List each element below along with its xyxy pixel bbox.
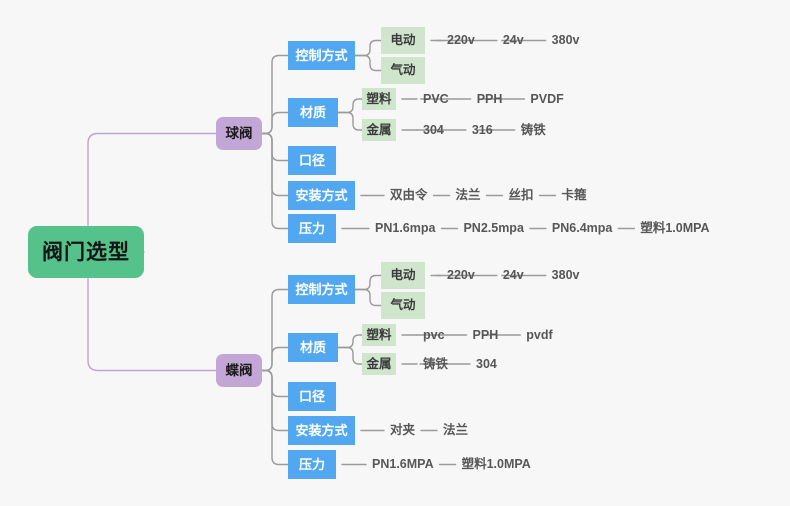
leaf-text[interactable]: 铸铁 xyxy=(423,356,449,371)
leaf-text[interactable]: pvdf xyxy=(526,327,553,342)
leaf-text[interactable]: PN2.5mpa xyxy=(463,221,524,236)
leaf-text[interactable]: PPH xyxy=(472,327,499,342)
leaf-text[interactable]: 双由令 xyxy=(390,188,428,203)
connector xyxy=(261,346,289,372)
leaf-text[interactable]: pvc xyxy=(423,327,445,342)
connector xyxy=(261,369,289,466)
leaf-text[interactable]: 卡箍 xyxy=(561,188,587,203)
connector xyxy=(261,132,289,162)
branch-node[interactable]: 球阀 xyxy=(216,117,262,150)
connector xyxy=(354,274,382,291)
connector xyxy=(261,132,289,230)
leaf-text[interactable]: PVDF xyxy=(530,91,564,106)
leaf-text[interactable]: 220v xyxy=(447,268,475,283)
leaf-text[interactable]: 丝扣 xyxy=(508,188,534,203)
leaf-text[interactable]: 220v xyxy=(447,33,475,48)
sub-node[interactable]: 金属 xyxy=(362,119,396,141)
sub-node[interactable]: 电动 xyxy=(381,262,425,289)
topic-node[interactable]: 安装方式 xyxy=(288,181,355,210)
connector xyxy=(354,54,382,72)
sub-node[interactable]: 塑料 xyxy=(362,88,396,110)
connector xyxy=(354,39,382,57)
connector xyxy=(337,334,363,349)
branch-node[interactable]: 蝶阀 xyxy=(216,354,262,387)
leaf-text[interactable]: PN1.6mpa xyxy=(375,221,436,236)
leaf-text[interactable]: 380v xyxy=(551,33,580,48)
connector xyxy=(261,369,289,432)
sub-node[interactable]: 金属 xyxy=(362,353,396,375)
leaf-text[interactable]: 塑料1.0MPA xyxy=(640,221,710,236)
root-node[interactable]: 阀门选型 xyxy=(28,226,144,278)
topic-node[interactable]: 压力 xyxy=(288,214,336,243)
topic-node[interactable]: 材质 xyxy=(288,333,338,362)
connector xyxy=(261,54,289,135)
leaf-text[interactable]: 对夹 xyxy=(390,423,416,438)
connector xyxy=(261,111,289,135)
sub-node[interactable]: 塑料 xyxy=(362,324,396,346)
sub-node[interactable]: 气动 xyxy=(381,292,425,319)
sub-node[interactable]: 电动 xyxy=(381,27,425,54)
connector xyxy=(337,98,363,114)
leaf-text[interactable]: 法兰 xyxy=(455,188,481,203)
connector xyxy=(261,132,289,197)
connector xyxy=(337,111,363,131)
leaf-text[interactable]: 380v xyxy=(551,268,580,283)
leaf-text[interactable]: PN6.4mpa xyxy=(551,221,613,236)
leaf-text[interactable]: 304 xyxy=(423,122,444,137)
topic-node[interactable]: 压力 xyxy=(288,450,336,479)
leaf-text[interactable]: PN1.6MPA xyxy=(372,457,434,472)
connector xyxy=(337,346,363,365)
leaf-text[interactable]: 法兰 xyxy=(443,423,469,438)
leaf-text[interactable]: 24v xyxy=(502,33,524,48)
connector xyxy=(261,288,289,372)
topic-node[interactable]: 口径 xyxy=(288,146,336,175)
topic-node[interactable]: 控制方式 xyxy=(288,275,355,304)
topic-node[interactable]: 控制方式 xyxy=(288,41,355,70)
leaf-text[interactable]: 316 xyxy=(471,122,493,137)
topic-node[interactable]: 安装方式 xyxy=(288,416,355,445)
topic-node[interactable]: 口径 xyxy=(288,382,336,411)
connector xyxy=(354,288,382,307)
leaf-text[interactable]: 304 xyxy=(476,356,497,371)
leaf-text[interactable]: PPH xyxy=(476,91,503,106)
sub-node[interactable]: 气动 xyxy=(381,57,425,84)
leaf-text[interactable]: 塑料1.0MPA xyxy=(461,457,531,472)
leaf-text[interactable]: PVC xyxy=(423,91,449,106)
leaf-text[interactable]: 24v xyxy=(502,268,524,283)
leaf-text[interactable]: 铸铁 xyxy=(520,122,546,137)
topic-node[interactable]: 材质 xyxy=(288,98,338,127)
connector xyxy=(261,369,289,398)
